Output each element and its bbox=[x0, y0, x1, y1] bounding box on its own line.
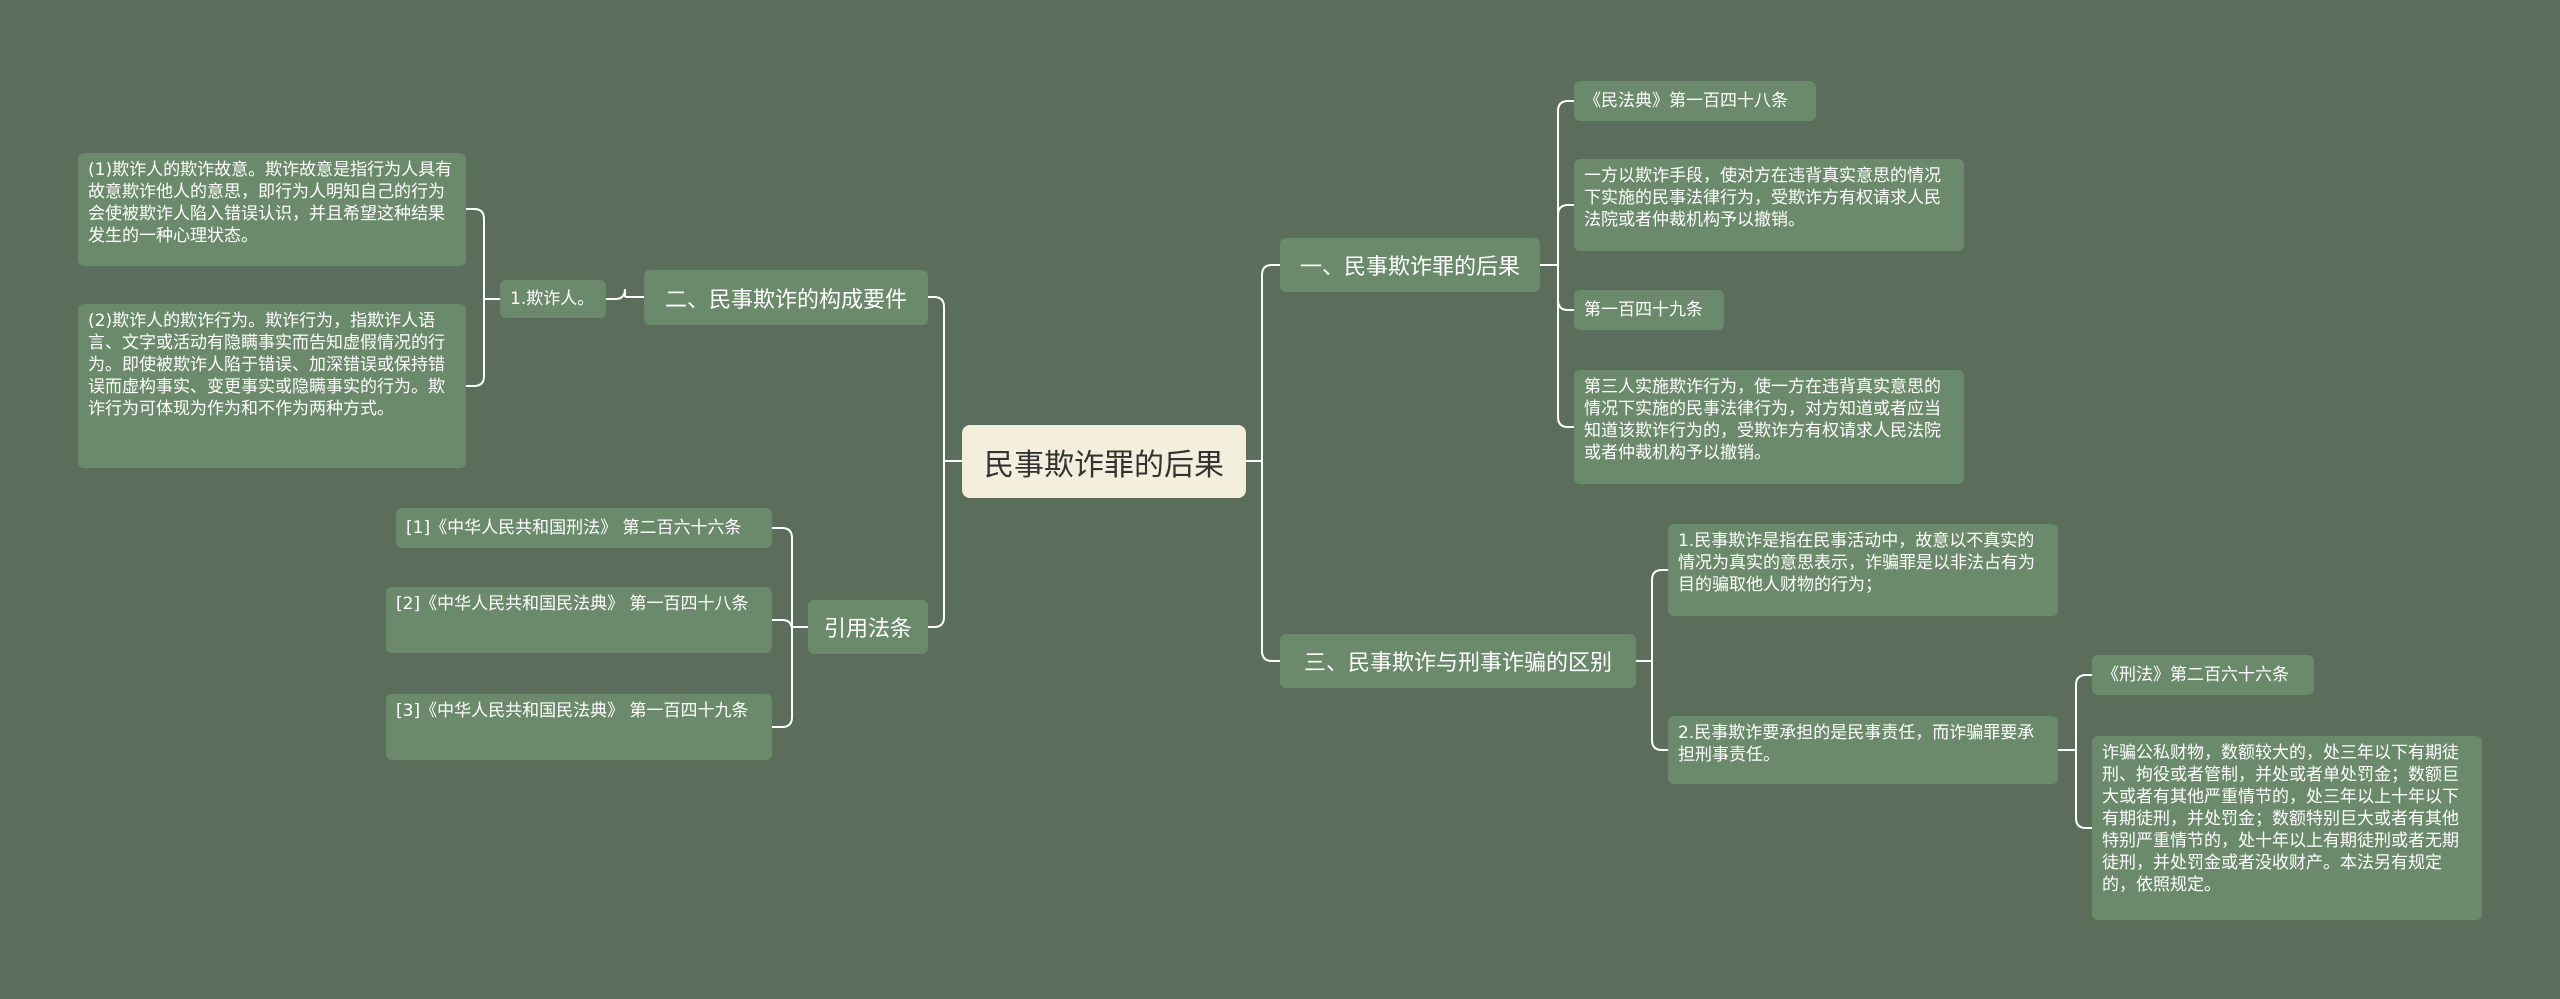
constituents-link-1 bbox=[606, 288, 626, 300]
root-topic[interactable]: 民事欺诈罪的后果 bbox=[962, 425, 1246, 498]
consequence-item-1[interactable]: 《民法典》第一百四十八条 bbox=[1574, 81, 1816, 121]
citation-item-2[interactable]: [2]《中华人民共和国民法典》 第一百四十八条 bbox=[386, 587, 772, 653]
point2-link-1 bbox=[2075, 674, 2092, 750]
difference-link-1 bbox=[1651, 569, 1668, 661]
root-right-link-1 bbox=[1261, 264, 1280, 461]
point2-link-2 bbox=[2075, 750, 2092, 829]
root-left-link-2 bbox=[928, 461, 945, 628]
citation-item-3[interactable]: [3]《中华人民共和国民法典》 第一百四十九条 bbox=[386, 694, 772, 760]
consequence-item-4[interactable]: 第三人实施欺诈行为，使一方在违背真实意思的情况下实施的民事法律行为，对方知道或者… bbox=[1574, 370, 1964, 484]
consequences-link-3 bbox=[1557, 265, 1574, 311]
difference-link-2 bbox=[1651, 661, 1668, 751]
consequence-item-3[interactable]: 第一百四十九条 bbox=[1574, 290, 1724, 330]
node-deceiver[interactable]: 1.欺诈人。 bbox=[500, 280, 606, 318]
citation-item-1[interactable]: [1]《中华人民共和国刑法》 第二百六十六条 bbox=[396, 508, 772, 548]
branch-citations[interactable]: 引用法条 bbox=[808, 600, 928, 654]
root-right-link-2 bbox=[1261, 461, 1280, 662]
citations-link-1 bbox=[772, 527, 793, 627]
difference-point-1[interactable]: 1.民事欺诈是指在民事活动中，故意以不真实的情况为真实的意思表示，诈骗罪是以非法… bbox=[1668, 524, 2058, 616]
citations-link-2 bbox=[772, 619, 793, 631]
node-deceiver-act[interactable]: (2)欺诈人的欺诈行为。欺诈行为，指欺诈人语言、文字或活动有隐瞒事实而告知虚假情… bbox=[78, 304, 466, 468]
criminal-law-article[interactable]: 《刑法》第二百六十六条 bbox=[2092, 655, 2314, 695]
branch-difference[interactable]: 三、民事欺诈与刑事诈骗的区别 bbox=[1280, 634, 1636, 688]
difference-point-2[interactable]: 2.民事欺诈要承担的是民事责任，而诈骗罪要承担刑事责任。 bbox=[1668, 716, 2058, 784]
branch-consequences[interactable]: 一、民事欺诈罪的后果 bbox=[1280, 238, 1540, 292]
branch-constituents[interactable]: 二、民事欺诈的构成要件 bbox=[644, 270, 928, 325]
criminal-law-text[interactable]: 诈骗公私财物，数额较大的，处三年以下有期徒刑、拘役或者管制，并处或者单处罚金；数… bbox=[2092, 736, 2482, 920]
consequences-link-1 bbox=[1557, 100, 1574, 265]
deceiver-link-1 bbox=[466, 208, 485, 299]
consequence-item-2[interactable]: 一方以欺诈手段，使对方在违背真实意思的情况下实施的民事法律行为，受欺诈方有权请求… bbox=[1574, 159, 1964, 251]
consequences-link-4 bbox=[1557, 265, 1574, 428]
consequences-link-2 bbox=[1557, 204, 1574, 265]
deceiver-link-2 bbox=[466, 299, 485, 387]
citations-link-3 bbox=[772, 627, 793, 728]
root-left-link-1 bbox=[928, 296, 945, 461]
node-deceiver-intent[interactable]: (1)欺诈人的欺诈故意。欺诈故意是指行为人具有故意欺诈他人的意思，即行为人明知自… bbox=[78, 153, 466, 266]
